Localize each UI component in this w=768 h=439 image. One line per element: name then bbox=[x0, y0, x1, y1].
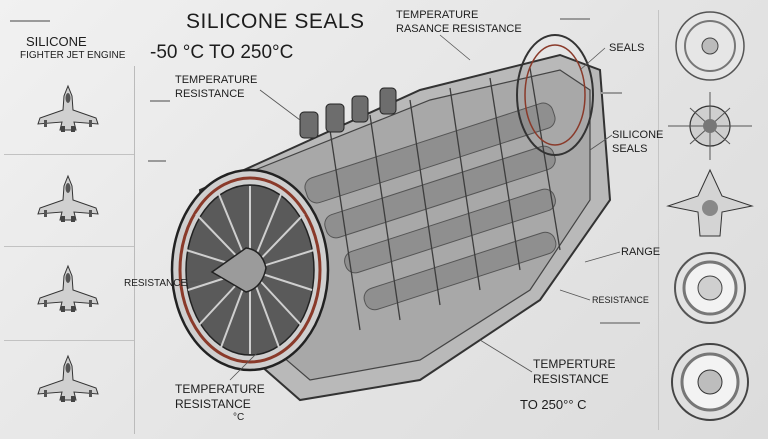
fan-detail-icon bbox=[668, 92, 752, 160]
seal-ring-icon bbox=[675, 11, 745, 81]
jet-cell-3 bbox=[4, 246, 134, 341]
annotation-mark bbox=[560, 18, 590, 20]
annotation-mark bbox=[600, 92, 622, 94]
left-heading: SILICONE bbox=[26, 34, 87, 49]
jet-nozzle-icon bbox=[666, 168, 754, 237]
callout-to-range: TO 250°° C bbox=[520, 397, 587, 412]
callout-temp-resistance-top: TEMPERATURE RESISTANCE bbox=[175, 74, 258, 100]
annotation-mark bbox=[600, 322, 640, 324]
callout-resistance-left: RESISTANCE bbox=[124, 278, 188, 289]
annotation-mark bbox=[10, 20, 50, 22]
left-subheading: FIGHTER JET ENGINE bbox=[20, 50, 126, 61]
jet-cell-2 bbox=[4, 154, 134, 247]
right-detail-panel bbox=[658, 10, 763, 430]
seal-ring-icon bbox=[671, 343, 749, 421]
callout-temperature-bottom: TEMPERATURE RESISTANCE bbox=[175, 382, 265, 411]
page-title: SILICONE SEALS bbox=[186, 10, 365, 33]
callout-range: RANGE bbox=[621, 246, 661, 258]
callout-silicone-seals: SILICONE SEALS bbox=[612, 129, 664, 155]
callout-temperture-right: TEMPERTURE RESISTANCE bbox=[533, 357, 616, 386]
jet-cell-1 bbox=[4, 66, 134, 155]
seal-ring-icon bbox=[674, 252, 746, 324]
left-jet-panel bbox=[4, 66, 135, 434]
callout-resistance-right: RESISTANCE bbox=[592, 295, 649, 305]
callout-temp-rasance: TEMPERATURE RASANCE RESISTANCE bbox=[396, 9, 522, 35]
temperature-range-label: -50 °C TO 250°C bbox=[150, 42, 294, 63]
annotation-mark bbox=[150, 100, 170, 102]
callout-seals: SEALS bbox=[609, 42, 645, 54]
callout-degree: °C bbox=[233, 412, 245, 423]
annotation-mark bbox=[148, 160, 166, 162]
